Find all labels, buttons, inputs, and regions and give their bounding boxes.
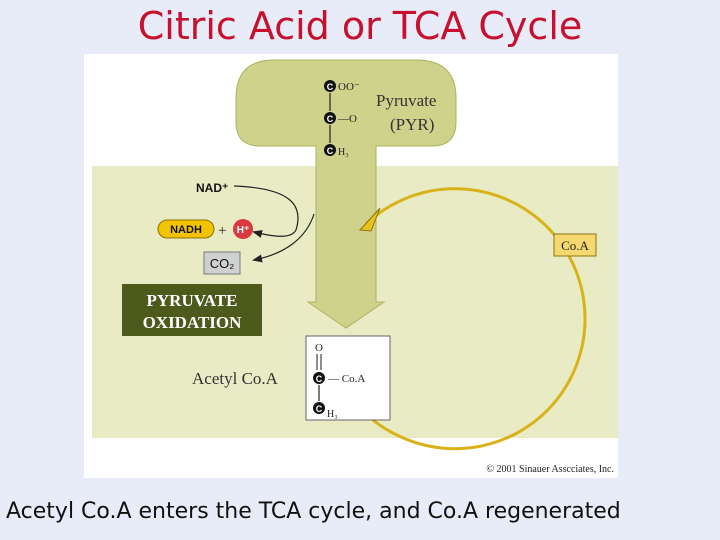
co2-arrow bbox=[252, 213, 315, 263]
pathway-arrow bbox=[235, 59, 457, 329]
pyruvate-coo-group: OO⁻ bbox=[338, 81, 360, 93]
coa-badge bbox=[553, 233, 597, 257]
copyright-text: © 2001 Sinauer Asscciates, Inc. bbox=[486, 464, 614, 475]
pyruvate-c1-letter: C bbox=[327, 82, 334, 92]
acetyl-carbon-2 bbox=[313, 402, 325, 414]
nad-label: NAD⁺ bbox=[196, 181, 228, 195]
process-label-line1: PYRUVATE bbox=[147, 291, 238, 310]
cycle-arrow bbox=[328, 187, 587, 451]
pyruvate-carbon-1 bbox=[324, 80, 336, 92]
acetyl-oxygen: O bbox=[315, 342, 323, 354]
coa-label: Co.A bbox=[561, 238, 589, 253]
pyruvate-c2-letter: C bbox=[327, 114, 334, 124]
nad-arrow-line bbox=[233, 185, 299, 231]
co2-label: CO₂ bbox=[210, 256, 235, 271]
pathway-diagram: C OO⁻ C —O C H₃ Pyruvate (PYR) NAD⁺ NADH… bbox=[92, 59, 618, 475]
nadh-arrow bbox=[252, 229, 297, 238]
acetyl-c2-letter: C bbox=[316, 404, 323, 414]
nadh-badge bbox=[157, 219, 215, 239]
pyruvate-carbon-3 bbox=[324, 144, 336, 156]
pyruvate-oxidation-figure: C OO⁻ C —O C H₃ Pyruvate (PYR) NAD⁺ NADH… bbox=[84, 54, 618, 478]
acetyl-c1-letter: C bbox=[316, 374, 323, 384]
cycle-arrowhead bbox=[358, 207, 381, 232]
pyruvate-methyl-group: H₃ bbox=[338, 147, 349, 158]
pyruvate-label: Pyruvate bbox=[376, 91, 436, 110]
pyruvate-abbrev-label: (PYR) bbox=[390, 115, 434, 134]
slide-title: Citric Acid or TCA Cycle bbox=[137, 4, 583, 48]
acetyl-carbon-1 bbox=[313, 372, 325, 384]
pyruvate-carbonyl-group: —O bbox=[337, 113, 357, 125]
co2-box bbox=[203, 251, 241, 275]
slide-caption: Acetyl Co.A enters the TCA cycle, and Co… bbox=[6, 499, 621, 524]
acetyl-coa-label: Acetyl Co.A bbox=[192, 369, 279, 388]
acetyl-methyl-group: H₃ bbox=[327, 409, 338, 420]
h-plus-badge bbox=[233, 219, 253, 239]
nadh-label: NADH bbox=[170, 224, 202, 236]
pyruvate-carbon-2 bbox=[324, 112, 336, 124]
h-plus-label: H⁺ bbox=[237, 225, 250, 236]
pyruvate-c3-letter: C bbox=[327, 146, 334, 156]
acetyl-coa-group: — Co.A bbox=[327, 373, 365, 385]
plus-sign: + bbox=[218, 223, 226, 239]
process-label-line2: OXIDATION bbox=[143, 313, 243, 332]
pyruvate-oxidation-box bbox=[122, 284, 262, 336]
